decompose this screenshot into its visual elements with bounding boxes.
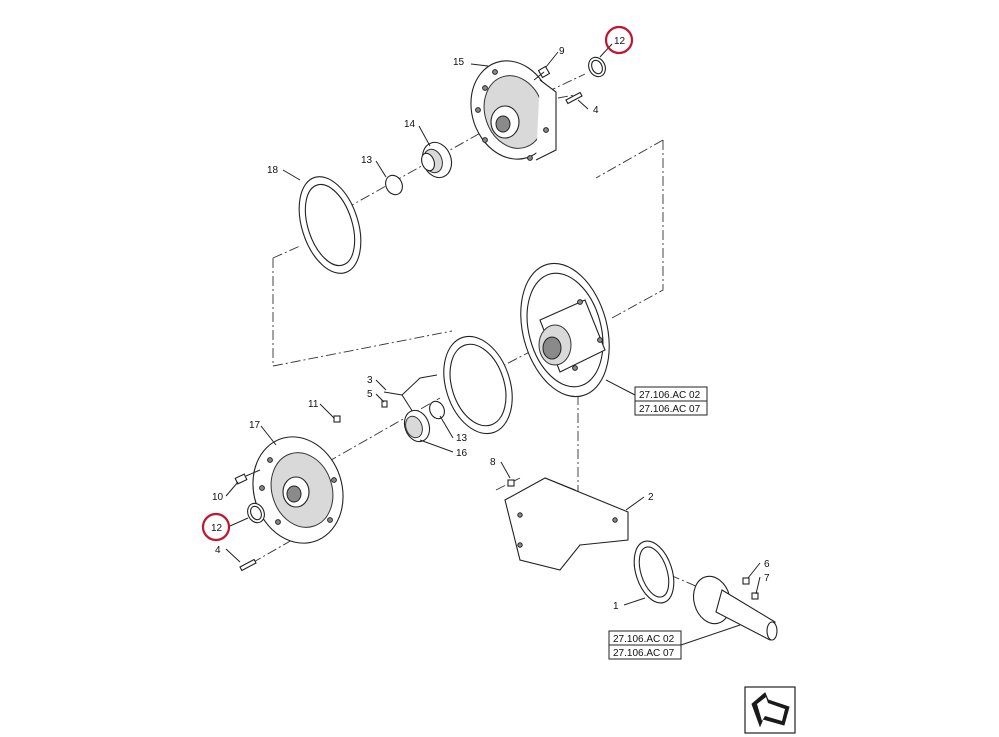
part-13-ring-upper bbox=[385, 174, 403, 196]
part-11-screw bbox=[333, 415, 341, 423]
reference-lower-1[interactable]: 27.106.AC 02 bbox=[613, 634, 675, 645]
callout-12-lower: 12 bbox=[211, 523, 223, 534]
reference-upper-2[interactable]: 27.106.AC 07 bbox=[639, 404, 701, 415]
callout-7: 7 bbox=[764, 573, 770, 584]
callout-11: 11 bbox=[308, 399, 319, 410]
reference-lower-2[interactable]: 27.106.AC 07 bbox=[613, 648, 675, 659]
part-8-screw bbox=[507, 479, 515, 487]
reference-upper-1[interactable]: 27.106.AC 02 bbox=[639, 390, 701, 401]
callout-9: 9 bbox=[559, 46, 565, 57]
callout-17: 17 bbox=[249, 420, 261, 431]
part-6-bolt bbox=[742, 577, 750, 585]
callout-15: 15 bbox=[453, 57, 465, 68]
callout-13-upper: 13 bbox=[361, 155, 373, 166]
callout-5: 5 bbox=[367, 389, 373, 400]
part-10-bolt bbox=[234, 469, 261, 485]
part-18-gasket bbox=[298, 176, 362, 274]
part-13-ring-lower bbox=[429, 400, 445, 420]
reference-box-lower[interactable]: 27.106.AC 02 27.106.AC 07 bbox=[608, 630, 682, 660]
callout-14: 14 bbox=[404, 119, 416, 130]
part-12-snap-ring-lower bbox=[247, 502, 265, 524]
callout-4-upper: 4 bbox=[593, 105, 599, 116]
part-12-snap-ring-upper bbox=[588, 56, 606, 78]
callout-13-lower: 13 bbox=[456, 433, 468, 444]
callout-2: 2 bbox=[648, 492, 654, 503]
part-1-gasket bbox=[633, 540, 675, 604]
reference-box-upper[interactable]: 27.106.AC 02 27.106.AC 07 bbox=[634, 386, 708, 416]
gasket-lower bbox=[443, 335, 513, 435]
axle-shaft bbox=[692, 575, 778, 641]
next-page-arrow-icon[interactable] bbox=[744, 686, 796, 734]
part-9-bolt bbox=[533, 65, 551, 81]
leader-lines bbox=[225, 43, 761, 646]
part-2-housing bbox=[504, 477, 629, 571]
highlight-circle-upper bbox=[604, 25, 634, 55]
highlight-circle-lower bbox=[201, 512, 231, 542]
part-15-carrier-upper bbox=[470, 60, 557, 161]
highlight-circles bbox=[201, 25, 634, 542]
callout-labels: 15 9 12 4 14 13 18 3 5 11 17 13 16 8 10 … bbox=[211, 36, 770, 612]
callout-4-lower: 4 bbox=[215, 545, 221, 556]
callout-12-upper: 12 bbox=[614, 36, 626, 47]
part-4-pin-upper bbox=[565, 91, 583, 105]
callout-18: 18 bbox=[267, 165, 279, 176]
part-17-carrier-lower bbox=[252, 436, 344, 544]
callout-3: 3 bbox=[367, 375, 373, 386]
part-16-bearing bbox=[403, 409, 431, 443]
callout-1: 1 bbox=[613, 601, 619, 612]
callout-8: 8 bbox=[490, 457, 496, 468]
part-5-pin bbox=[381, 400, 388, 408]
callout-6: 6 bbox=[764, 559, 770, 570]
part-14-bearing bbox=[421, 141, 453, 179]
callout-16: 16 bbox=[456, 448, 468, 459]
hub-brake-assembly bbox=[520, 262, 610, 398]
part-7-bolt bbox=[751, 592, 759, 600]
callout-10: 10 bbox=[212, 492, 224, 503]
part-4-pin-lower bbox=[239, 558, 257, 572]
